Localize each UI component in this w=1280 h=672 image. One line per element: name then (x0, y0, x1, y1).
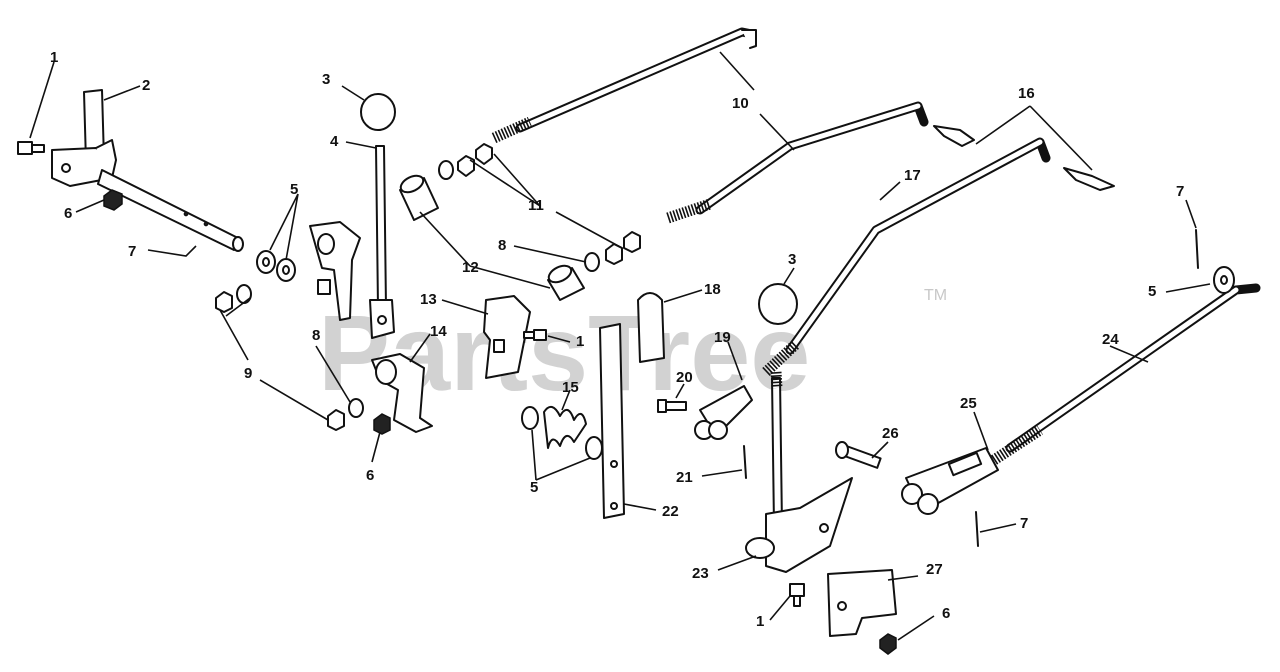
part-7-cotter-lower[interactable] (975, 511, 979, 547)
callout-labels: 1 2 3 4 5 6 7 8 8 9 10 11 12 13 14 6 1 1… (50, 49, 1184, 630)
part-27-bracket[interactable] (827, 569, 897, 637)
callout-3: 3 (788, 251, 796, 268)
callout-26: 26 (882, 425, 899, 442)
callout-2: 2 (142, 77, 150, 94)
callout-8: 8 (498, 237, 506, 254)
part-11-nut-top-a[interactable] (457, 155, 475, 177)
part-12-spacer-upper[interactable] (398, 172, 439, 221)
part-21-cotter[interactable] (743, 445, 747, 479)
callout-15: 15 (562, 379, 579, 396)
part-5-washer-spring-a[interactable] (521, 406, 539, 430)
part-6-nut-mid[interactable] (373, 413, 391, 435)
part-5-washer-right[interactable] (1213, 266, 1235, 294)
callout-25: 25 (960, 395, 977, 412)
part-14-bracket[interactable] (371, 353, 433, 433)
callout-1: 1 (576, 333, 584, 350)
part-17-rod[interactable] (762, 137, 1051, 377)
part-5-washer-left-a[interactable] (256, 250, 276, 274)
part-11-nut-right-b[interactable] (623, 231, 641, 253)
callout-27: 27 (926, 561, 943, 578)
callout-13: 13 (420, 291, 437, 308)
part-19-clevis[interactable] (694, 385, 753, 440)
callout-6: 6 (942, 605, 950, 622)
part-16-clip-b[interactable] (1063, 167, 1115, 191)
part-2-bracket[interactable] (51, 89, 117, 187)
callout-7: 7 (1176, 183, 1184, 200)
part-3-knob-left[interactable] (360, 93, 396, 131)
part-7-shaft[interactable] (97, 169, 244, 252)
callout-21: 21 (676, 469, 693, 486)
callout-4: 4 (330, 133, 339, 150)
part-1-bolt-left[interactable] (17, 141, 45, 155)
callout-10: 10 (732, 95, 749, 112)
part-25-clevis[interactable] (901, 447, 999, 515)
part-9-nut-upper[interactable] (215, 291, 233, 313)
part-6-nut-lower[interactable] (879, 633, 897, 655)
callout-19: 19 (714, 329, 731, 346)
callout-5: 5 (530, 479, 538, 496)
callout-23: 23 (692, 565, 709, 582)
part-1-bolt-lower[interactable] (789, 583, 805, 607)
callout-7: 7 (128, 243, 136, 260)
part-10-rod-upper[interactable] (491, 27, 757, 144)
part-8-washer-right[interactable] (584, 252, 600, 272)
part-5-washer-left-b[interactable] (276, 258, 296, 282)
part-7-cotter-right[interactable] (1195, 229, 1199, 269)
part-18-pad[interactable] (637, 292, 665, 363)
callout-9: 9 (244, 365, 252, 382)
part-16-clip-a[interactable] (933, 125, 975, 147)
part-6-nut-left[interactable] (103, 189, 123, 211)
leader-lines (29, 51, 1211, 641)
part-8-washer-upper[interactable] (236, 284, 252, 304)
watermark-trademark: TM (924, 287, 947, 304)
callout-7: 7 (1020, 515, 1028, 532)
part-9-nut-lower[interactable] (327, 409, 345, 431)
part-8-washer-lower[interactable] (348, 398, 364, 418)
part-10-rod-middle[interactable] (666, 101, 929, 224)
callout-1: 1 (50, 49, 58, 66)
part-26-pin[interactable] (835, 441, 882, 469)
part-24-rod[interactable] (990, 283, 1261, 465)
callout-1: 1 (756, 613, 764, 630)
callout-6: 6 (366, 467, 374, 484)
callout-22: 22 (662, 503, 679, 520)
part-20-pin[interactable] (657, 399, 687, 413)
callout-5: 5 (1148, 283, 1156, 300)
part-8-washer-top[interactable] (438, 160, 454, 180)
part-12-spacer-lower[interactable] (546, 262, 585, 301)
callout-5: 5 (290, 181, 298, 198)
callout-17: 17 (904, 167, 921, 184)
part-1-bolt-mid[interactable] (523, 329, 547, 341)
callout-18: 18 (704, 281, 721, 298)
part-22-link[interactable] (599, 323, 625, 519)
part-5-washer-spring-b[interactable] (585, 436, 603, 460)
callout-14: 14 (430, 323, 447, 340)
callout-12: 12 (462, 259, 479, 276)
callout-16: 16 (1018, 85, 1035, 102)
part-15-spring[interactable] (543, 405, 587, 449)
callout-6: 6 (64, 205, 72, 222)
part-13-bracket[interactable] (483, 295, 531, 379)
lever-pivot-bracket[interactable] (309, 221, 361, 321)
part-23-lever[interactable] (745, 371, 853, 573)
callout-3: 3 (322, 71, 330, 88)
part-3-knob-right[interactable] (758, 283, 798, 325)
callout-11: 11 (528, 197, 544, 214)
callout-20: 20 (676, 369, 693, 386)
part-11-nut-top-b[interactable] (475, 143, 493, 165)
callout-24: 24 (1102, 331, 1119, 348)
callout-8: 8 (312, 327, 320, 344)
part-4-lever[interactable] (369, 145, 395, 339)
